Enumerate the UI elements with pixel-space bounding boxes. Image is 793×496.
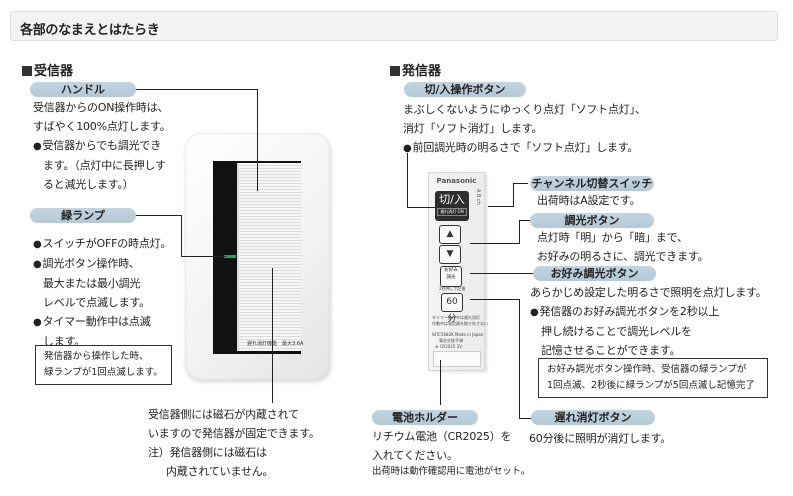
- transmitter-remote: Panasonic 切/入 遅れ消灯 ON A B ch ▲ ▼ お好み 調光 …: [428, 172, 488, 371]
- bullet-icon: ●: [530, 307, 539, 318]
- delay-off-button[interactable]: 60分: [441, 293, 463, 324]
- favorite-note-box: お好み調光ボタン操作時、受信器の緑ランプが 1回点滅、2秒後に緑ランプが5回点滅…: [538, 358, 768, 398]
- delay-off-description: 60分後に照明が消灯します。: [529, 432, 672, 445]
- receiver-handle[interactable]: 遅れ消灯機能 最大3.6A: [237, 163, 303, 351]
- connector-line: [513, 183, 514, 207]
- label-onoff-button: 切/入操作ボタン: [404, 82, 526, 97]
- green-lamp-note-box: 発信器から操作した時、 緑ランプが1回点滅します。: [35, 345, 172, 385]
- connector-line: [519, 299, 520, 418]
- label-handle: ハンドル: [30, 82, 136, 97]
- label-delay-off-button: 遅れ消灯ボタン: [531, 410, 655, 425]
- bullet-icon: ●: [403, 143, 412, 154]
- connector-line: [136, 215, 182, 216]
- battery-description: リチウム電池（CR2025）を 入れてください。: [372, 430, 512, 462]
- favorite-dim-button[interactable]: お好み 調光: [440, 266, 462, 287]
- connector-line: [181, 215, 182, 256]
- channel-switch[interactable]: A B ch: [475, 189, 481, 205]
- dimmer-description: 点灯時「明」から「暗」まで、 お好みの明るさに、調光できます。: [537, 231, 709, 263]
- handle-description: 受信器からのON操作時は、 すばやく100%点灯します。 ●受信器からでも調光で…: [33, 101, 171, 191]
- bullet-icon: ●: [33, 239, 42, 250]
- triangle-up-icon: ▲: [446, 229, 454, 239]
- label-favorite-button: お好み調光ボタン: [533, 266, 656, 281]
- magnet-note: 受信器側には磁石が内蔵されて いますので発信器が固定できます。 注）発信器側には…: [148, 408, 320, 478]
- connector-line: [470, 273, 535, 274]
- green-lamp-description: ●スイッチがOFFの時点灯。 ●調光ボタン操作時、 最大または最小調光 レベルで…: [33, 237, 172, 348]
- connector-line: [407, 153, 408, 207]
- connector-line: [407, 207, 437, 208]
- label-battery-holder: 電池ホルダー: [372, 410, 478, 425]
- connector-line: [470, 243, 520, 244]
- connector-line: [136, 89, 258, 90]
- label-green-lamp: 緑ランプ: [30, 208, 136, 223]
- bullet-icon: ●: [33, 141, 42, 152]
- onoff-description: まぶしくないようにゆっくり点灯「ソフト点灯」、 消灯「ソフト消灯」します。 ●前…: [403, 103, 646, 154]
- receiver-heading: 受信器: [22, 60, 73, 79]
- connector-line: [519, 418, 534, 419]
- battery-small-note: 出荷時は動作確認用に電池がセット。: [372, 466, 530, 477]
- connector-line: [519, 220, 531, 221]
- bullet-icon: ●: [33, 259, 42, 270]
- dim-up-button[interactable]: ▲: [439, 225, 461, 244]
- triangle-down-icon: ▼: [446, 249, 454, 259]
- brand-logo: Panasonic: [436, 177, 477, 185]
- page-title-bar: 各部のなまえとはたらき: [10, 11, 778, 41]
- page-title: 各部のなまえとはたらき: [20, 23, 160, 38]
- label-dimmer-button: 調光ボタン: [530, 213, 654, 228]
- battery-holder[interactable]: [433, 351, 481, 367]
- transmitter-heading: 発信器: [390, 60, 441, 79]
- connector-line: [519, 220, 520, 244]
- connector-line: [181, 256, 226, 257]
- favorite-description: あらかじめ設定した明るさで照明を点灯します。 ●発信器のお好み調光ボタンを2秒以…: [530, 286, 767, 357]
- connector-line: [470, 299, 520, 300]
- square-bullet-icon: [22, 66, 32, 76]
- onoff-button[interactable]: 切/入 遅れ消灯 ON: [435, 191, 469, 221]
- square-bullet-icon: [390, 66, 400, 76]
- label-channel-switch: チャンネル切替スイッチ: [530, 176, 654, 191]
- green-lamp-indicator: [224, 255, 236, 258]
- connector-line: [513, 183, 528, 184]
- bullet-icon: ●: [33, 317, 42, 328]
- connector-line: [440, 360, 441, 405]
- connector-line: [272, 268, 273, 403]
- channel-description: 出荷時はA設定です。: [537, 194, 641, 207]
- connector-line: [257, 89, 258, 191]
- connector-line: [488, 206, 514, 207]
- dim-down-button[interactable]: ▼: [439, 245, 461, 264]
